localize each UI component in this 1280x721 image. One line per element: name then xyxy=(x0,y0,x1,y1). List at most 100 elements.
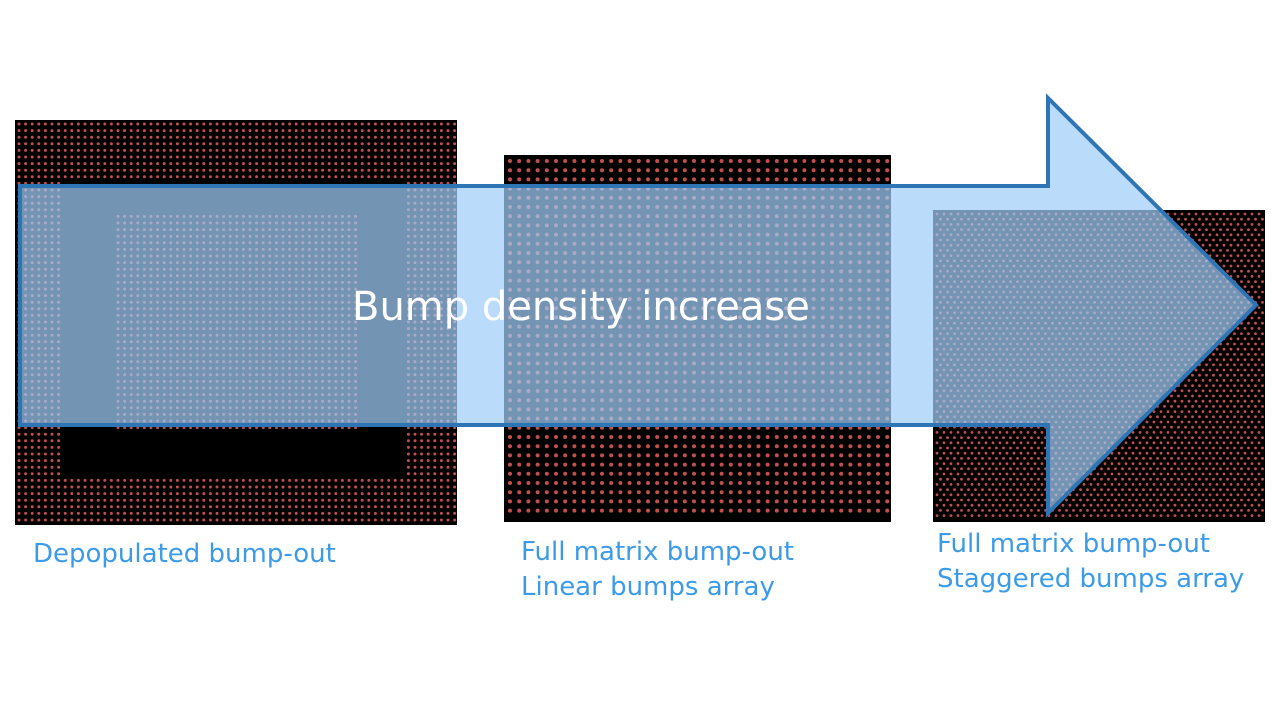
bump-dot xyxy=(535,508,540,513)
bump-dot xyxy=(340,518,344,522)
bump-dot xyxy=(439,122,443,126)
bump-dot xyxy=(156,155,160,159)
bump-dot xyxy=(439,452,443,456)
bump-dot xyxy=(1205,249,1208,252)
bump-dot xyxy=(420,518,424,522)
bump-dot xyxy=(413,485,417,489)
bump-dot xyxy=(195,168,199,172)
bump-dot xyxy=(563,490,568,495)
bump-dot xyxy=(241,518,245,522)
bump-dot xyxy=(162,122,166,126)
bump-dot xyxy=(70,142,74,146)
bump-dot xyxy=(367,485,371,489)
bump-dot xyxy=(116,122,120,126)
bump-dot xyxy=(793,453,798,458)
bump-dot xyxy=(387,478,391,482)
bump-dot xyxy=(347,511,351,515)
bump-dot xyxy=(1226,228,1229,232)
bump-dot xyxy=(420,478,424,482)
bump-dot xyxy=(765,490,770,495)
bump-dot xyxy=(222,135,226,139)
bump-dot xyxy=(169,162,173,166)
bump-dot xyxy=(347,148,351,152)
bump-dot xyxy=(129,168,133,172)
bump-dot xyxy=(182,511,186,515)
bump-dot xyxy=(517,159,522,163)
bump-dot xyxy=(1236,243,1240,247)
bump-dot xyxy=(627,471,632,476)
bump-dot xyxy=(406,439,410,443)
bump-dot xyxy=(43,492,47,496)
bump-dot xyxy=(609,471,614,476)
bump-dot xyxy=(1222,223,1226,226)
bump-dot xyxy=(446,129,450,133)
bump-dot xyxy=(1198,238,1201,242)
bump-dot xyxy=(433,135,437,139)
bump-dot xyxy=(241,168,245,172)
bump-dot xyxy=(563,471,568,476)
bump-dot xyxy=(103,485,107,489)
bump-dot xyxy=(235,175,239,179)
bump-dot xyxy=(1247,238,1250,242)
bump-dot xyxy=(784,462,788,467)
bump-dot xyxy=(360,162,364,166)
bump-dot xyxy=(334,485,338,489)
bump-dot xyxy=(413,511,417,515)
bump-dot xyxy=(581,453,586,458)
bump-dot xyxy=(439,459,443,463)
bump-dot xyxy=(793,177,798,182)
bump-dot xyxy=(400,122,404,126)
bump-dot xyxy=(149,498,153,502)
bump-dot xyxy=(839,159,844,163)
bump-dot xyxy=(123,148,127,152)
bump-dot xyxy=(517,471,522,476)
bump-dot xyxy=(820,490,825,495)
bump-dot xyxy=(235,142,239,146)
bump-dot xyxy=(43,129,47,133)
bump-dot xyxy=(24,148,28,152)
bump-dot xyxy=(590,159,595,163)
bump-dot xyxy=(96,175,100,179)
bump-dot xyxy=(393,175,397,179)
bump-dot xyxy=(208,478,212,482)
bump-dot xyxy=(17,492,21,496)
bump-dot xyxy=(347,122,351,126)
bump-dot xyxy=(848,490,853,495)
bump-dot xyxy=(433,459,437,463)
bump-dot xyxy=(248,175,252,179)
bump-dot xyxy=(347,485,351,489)
bump-dot xyxy=(116,492,120,496)
bump-dot xyxy=(885,499,890,504)
bump-dot xyxy=(446,511,450,515)
bump-dot xyxy=(103,129,107,133)
bump-dot xyxy=(307,142,311,146)
bump-dot xyxy=(380,498,384,502)
bump-dot xyxy=(222,492,226,496)
bump-dot xyxy=(618,444,623,449)
bump-dot xyxy=(373,168,377,172)
bump-dot xyxy=(453,465,457,469)
bump-dot xyxy=(248,162,252,166)
bump-dot xyxy=(876,435,880,439)
bump-dot xyxy=(70,129,74,133)
bump-dot xyxy=(1226,217,1229,221)
bump-dot xyxy=(241,135,245,139)
bump-dot xyxy=(433,122,437,126)
bump-dot xyxy=(692,177,696,182)
bump-dot xyxy=(195,129,199,133)
bump-dot xyxy=(1215,243,1219,247)
bump-dot xyxy=(354,511,358,515)
bump-dot xyxy=(373,175,377,179)
bump-dot xyxy=(215,122,219,126)
bump-dot xyxy=(37,148,41,152)
bump-dot xyxy=(876,168,880,173)
bump-dot xyxy=(508,159,512,163)
bump-dot xyxy=(793,471,798,476)
bump-dot xyxy=(400,505,404,509)
bump-dot xyxy=(169,175,173,179)
bump-dot xyxy=(327,168,331,172)
bump-dot xyxy=(563,499,568,504)
bump-dot xyxy=(673,462,678,467)
bump-dot xyxy=(156,518,160,522)
bump-dot xyxy=(367,135,371,139)
